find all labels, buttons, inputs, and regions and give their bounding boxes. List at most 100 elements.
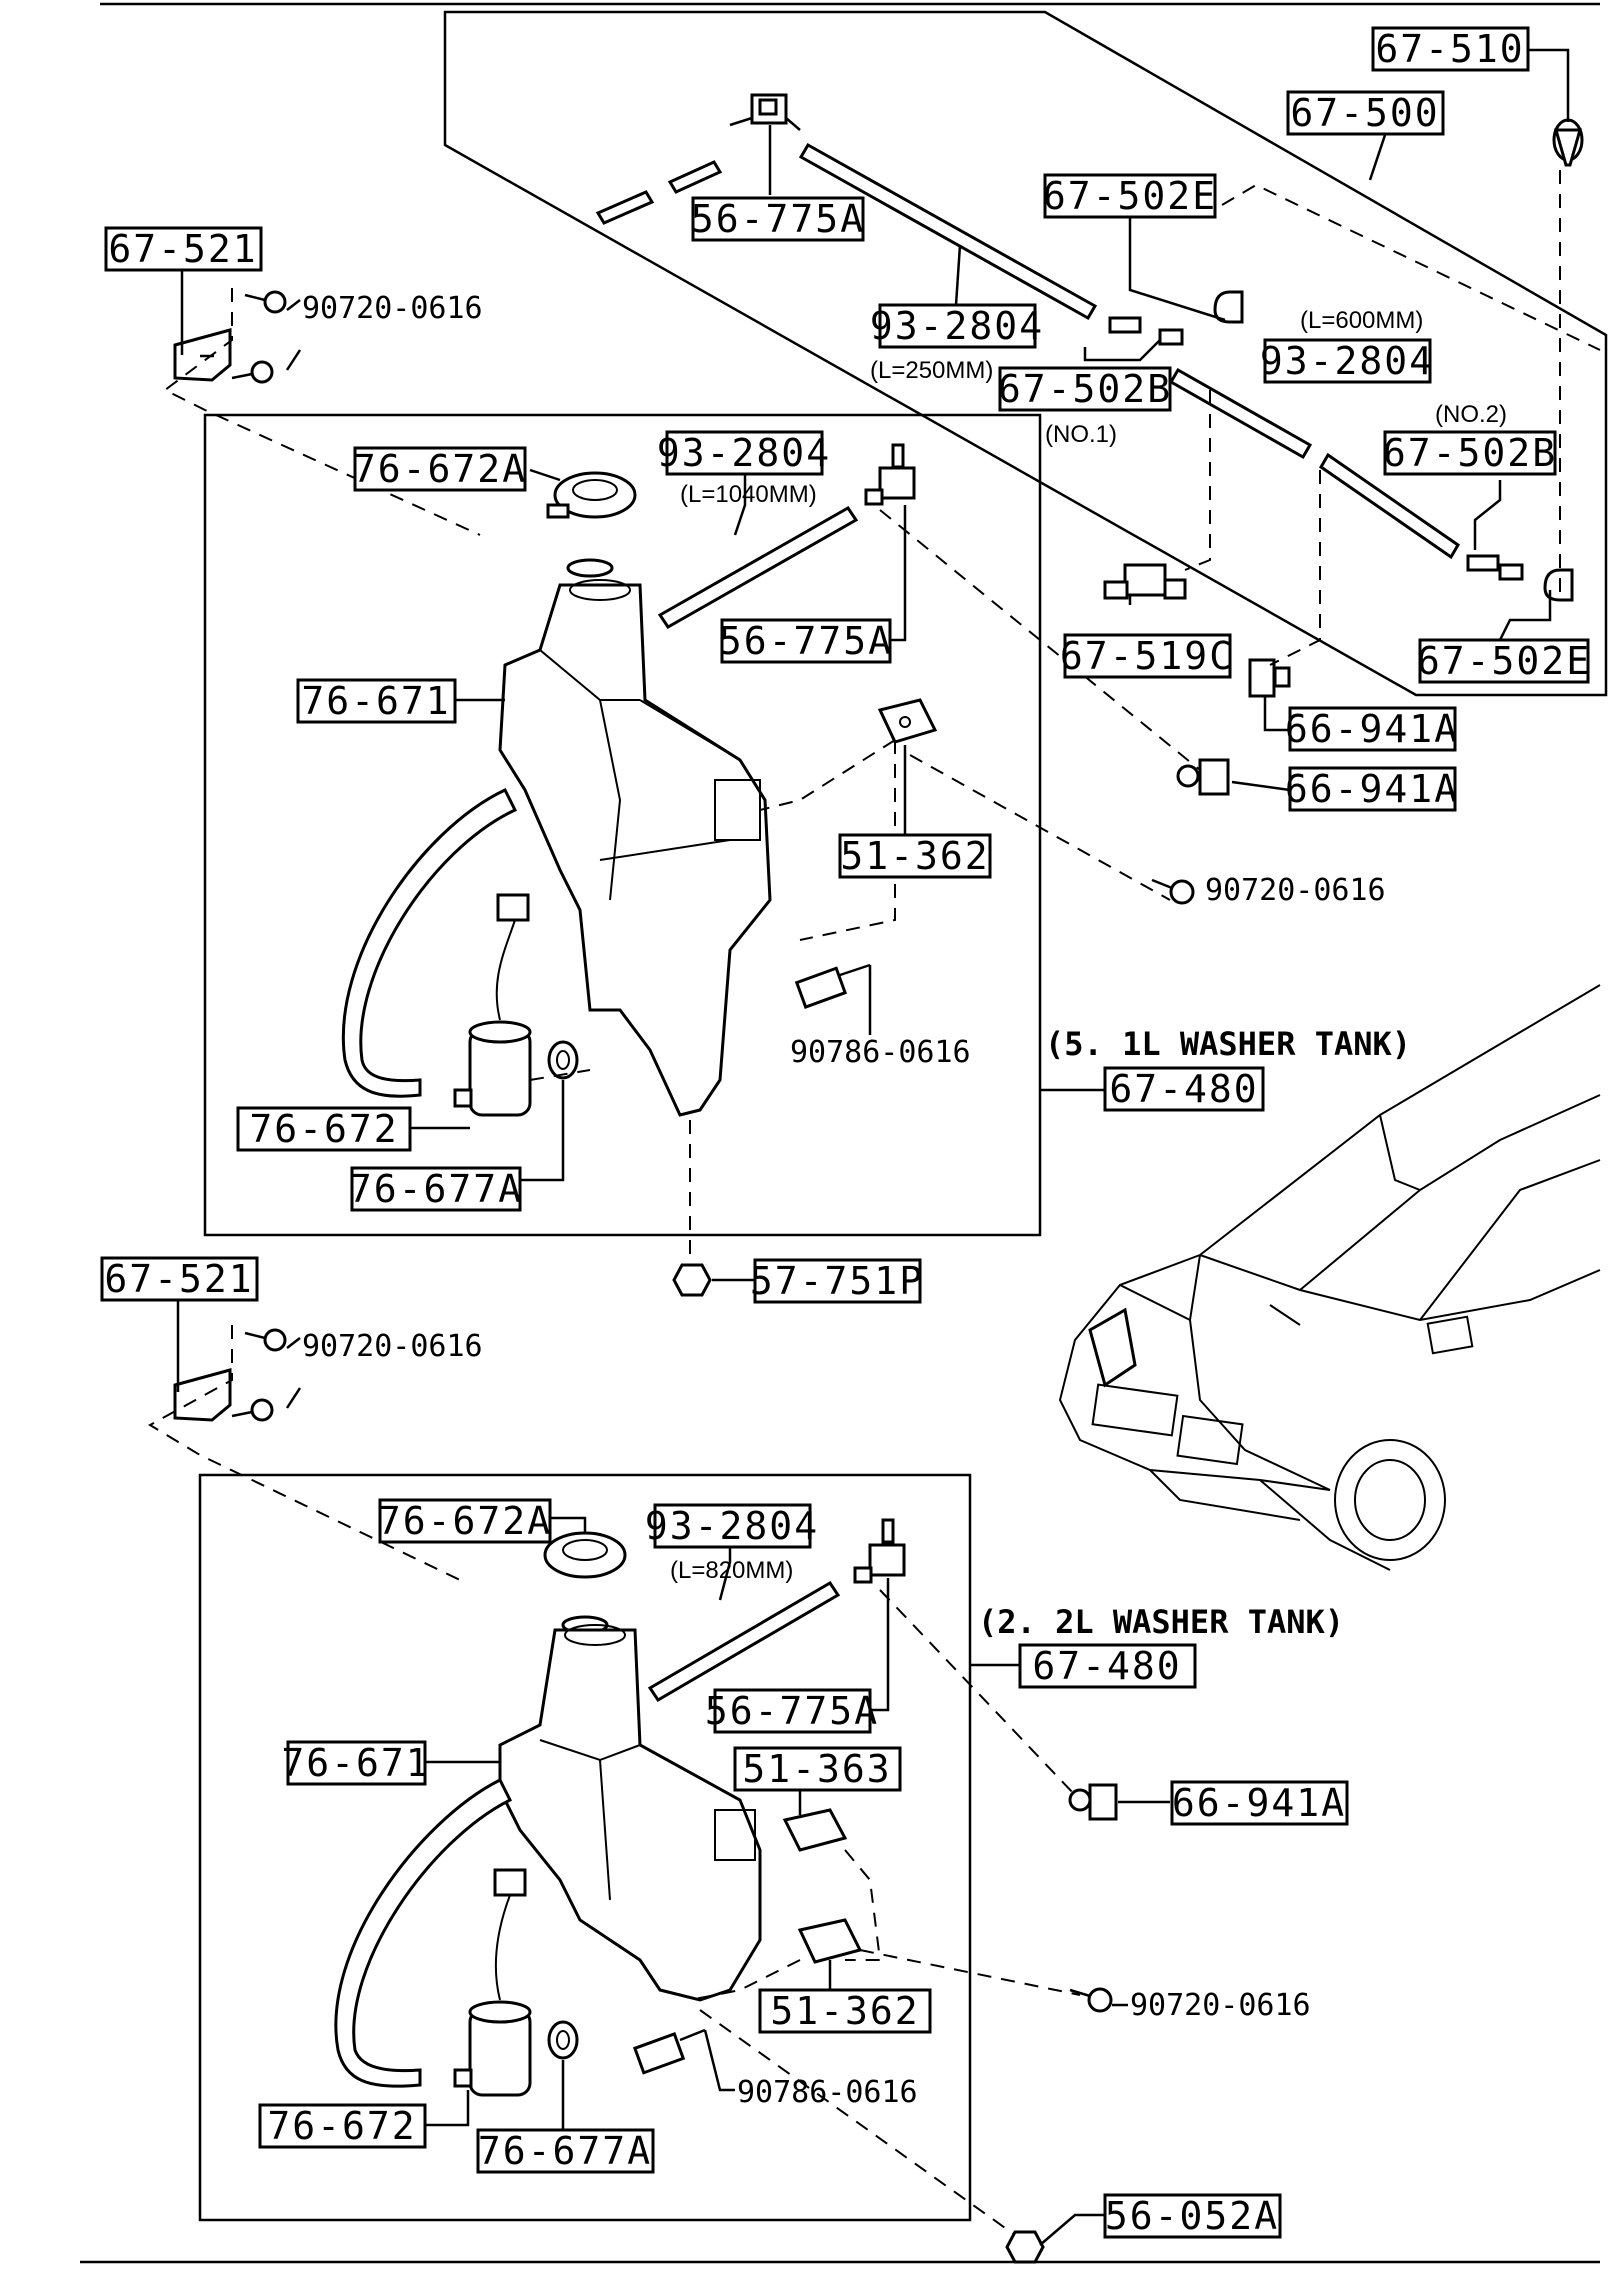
bolt-label-90786-0616-small: 90786-0616 bbox=[737, 2075, 918, 2110]
bolt-90720-0616-right-lower bbox=[1069, 1987, 1113, 2013]
svg-text:67-480: 67-480 bbox=[1032, 1644, 1181, 1688]
part-label-67-521-lower: 67-521 bbox=[100, 1256, 259, 1302]
part-label-51-363: 51-363 bbox=[733, 1746, 902, 1792]
nozzle-hose-panel bbox=[443, 10, 1608, 697]
bolt-label-90720-0616-right: 90720-0616 bbox=[1130, 1988, 1311, 2023]
svg-text:56-775A: 56-775A bbox=[719, 619, 893, 663]
svg-text:76-671: 76-671 bbox=[301, 679, 450, 723]
svg-text:56-052A: 56-052A bbox=[1105, 2194, 1279, 2238]
hose-93-2804-820mm bbox=[647, 1580, 841, 1703]
dashed-routing-tank-small bbox=[689, 1589, 1081, 2236]
clip-66-941A-lower bbox=[1068, 1783, 1118, 1821]
bolt-90720-0616-mid bbox=[1151, 878, 1195, 905]
svg-text:67-480: 67-480 bbox=[1109, 1067, 1258, 1111]
hose-clips-66-941A bbox=[1176, 658, 1291, 796]
connector-67-519C bbox=[1103, 563, 1187, 600]
part-label-93-2804-b: 93-2804 bbox=[1260, 338, 1434, 384]
svg-text:76-677A: 76-677A bbox=[478, 2129, 652, 2173]
tank-hose-loop-small bbox=[334, 1777, 513, 2088]
part-label-66-941A-b: 66-941A bbox=[1285, 766, 1457, 812]
washer-pump-76-672-large bbox=[453, 893, 532, 1117]
bracket-67-521-lower bbox=[173, 1368, 232, 1422]
note-l600: (L=600MM) bbox=[1300, 307, 1423, 334]
svg-text:93-2804: 93-2804 bbox=[645, 1504, 819, 1548]
bolt-label-90720-0616-lower: 90720-0616 bbox=[302, 1329, 483, 1364]
tank-cap-76-672A bbox=[546, 471, 637, 578]
part-label-66-941A-lower: 66-941A bbox=[1170, 1780, 1349, 1826]
washer-pump-76-672-small bbox=[453, 1868, 532, 2097]
hose-pieces-upper bbox=[595, 142, 1460, 560]
svg-text:93-2804: 93-2804 bbox=[870, 304, 1044, 348]
svg-text:93-2804: 93-2804 bbox=[657, 431, 831, 475]
part-label-51-362-small: 51-362 bbox=[758, 1988, 932, 2034]
part-label-76-671-small: 76-671 bbox=[281, 1740, 429, 1786]
part-label-56-775A-top: 56-775A bbox=[691, 196, 865, 242]
bolt-90786-0616-small bbox=[632, 2028, 706, 2075]
t-joint-56-775A-top bbox=[729, 93, 801, 131]
t-joint-56-775A-tank-a bbox=[864, 443, 916, 506]
note-l250: (L=250MM) bbox=[870, 357, 993, 384]
part-label-67-480-large: 67-480 bbox=[1103, 1066, 1265, 1112]
part-label-66-941A-a: 66-941A bbox=[1285, 706, 1459, 752]
svg-text:76-672: 76-672 bbox=[249, 1107, 398, 1151]
part-label-76-672-large: 76-672 bbox=[236, 1106, 412, 1152]
note-no2: (NO.2) bbox=[1435, 401, 1507, 428]
part-label-67-502B-no1: 67-502B bbox=[998, 366, 1172, 412]
part-label-51-362-large: 51-362 bbox=[838, 833, 992, 879]
svg-text:93-2804: 93-2804 bbox=[1260, 339, 1434, 383]
bolt-90720-0616-upper-b bbox=[231, 360, 274, 384]
part-label-76-677A-large: 76-677A bbox=[349, 1166, 523, 1212]
part-label-67-502E-top: 67-502E bbox=[1043, 173, 1217, 219]
svg-text:67-502E: 67-502E bbox=[1417, 639, 1591, 683]
washer-nozzle-67-510 bbox=[1552, 110, 1584, 167]
svg-text:67-521: 67-521 bbox=[108, 227, 257, 271]
elbow-67-502E bbox=[1213, 290, 1574, 602]
svg-text:67-510: 67-510 bbox=[1375, 27, 1524, 71]
part-label-93-2804-d: 93-2804 bbox=[645, 1503, 819, 1549]
part-label-56-775A-tank-a: 56-775A bbox=[719, 618, 893, 664]
part-label-67-519C: 67-519C bbox=[1060, 633, 1232, 679]
bolt-90720-0616-upper-a bbox=[244, 290, 287, 314]
check-valve-67-502B bbox=[1108, 316, 1524, 581]
bolt-90720-0616-lower-b bbox=[231, 1398, 274, 1422]
part-label-76-672A-large: 76-672A bbox=[353, 446, 527, 492]
svg-text:66-941A: 66-941A bbox=[1285, 707, 1459, 751]
svg-text:57-751P: 57-751P bbox=[750, 1259, 924, 1303]
bracket-67-521-upper bbox=[173, 328, 232, 382]
tank-hose-loop-large bbox=[341, 788, 518, 1098]
nut-57-751P bbox=[672, 1263, 712, 1297]
svg-text:51-363: 51-363 bbox=[742, 1747, 891, 1791]
part-label-76-672-small: 76-672 bbox=[258, 2103, 427, 2149]
svg-text:67-521: 67-521 bbox=[104, 1257, 253, 1301]
bolt-label-90720-0616-upper: 90720-0616 bbox=[302, 291, 483, 326]
bracket-51-363 bbox=[782, 1808, 848, 1852]
svg-text:76-677A: 76-677A bbox=[349, 1167, 523, 1211]
svg-text:51-362: 51-362 bbox=[840, 834, 989, 878]
note-no1: (NO.1) bbox=[1045, 421, 1117, 448]
tank-cap-76-672A-small bbox=[543, 1531, 627, 1635]
t-joint-56-775A-tank-b bbox=[853, 1518, 906, 1584]
bolt-label-90786-0616-large: 90786-0616 bbox=[790, 1035, 971, 1070]
part-label-67-502E-lower: 67-502E bbox=[1417, 638, 1591, 684]
part-label-67-521-top: 67-521 bbox=[104, 226, 263, 272]
svg-text:76-672: 76-672 bbox=[267, 2104, 416, 2148]
part-label-93-2804-a: 93-2804 bbox=[870, 303, 1044, 349]
dashed-routing-upper bbox=[1184, 170, 1601, 666]
bolt-90720-0616-lower-a bbox=[244, 1328, 287, 1352]
part-label-76-677A-small: 76-677A bbox=[476, 2128, 655, 2174]
tank-2-2l-panel bbox=[198, 1473, 972, 2222]
bracket-51-362-small bbox=[797, 1918, 863, 1964]
part-label-56-052A: 56-052A bbox=[1103, 2193, 1282, 2239]
nut-56-052A bbox=[1005, 2230, 1045, 2264]
leader-lines bbox=[176, 48, 1570, 2246]
tank-5-1l-panel bbox=[203, 413, 1042, 1237]
svg-text:67-502B: 67-502B bbox=[1383, 431, 1557, 475]
part-label-76-671-large: 76-671 bbox=[296, 678, 457, 724]
svg-text:66-941A: 66-941A bbox=[1172, 1781, 1346, 1825]
bolt-90786-0616-large bbox=[794, 963, 871, 1009]
note-l820: (L=820MM) bbox=[670, 1557, 793, 1584]
svg-text:67-500: 67-500 bbox=[1290, 91, 1439, 135]
svg-text:56-775A: 56-775A bbox=[691, 197, 865, 241]
svg-text:67-502E: 67-502E bbox=[1043, 174, 1217, 218]
